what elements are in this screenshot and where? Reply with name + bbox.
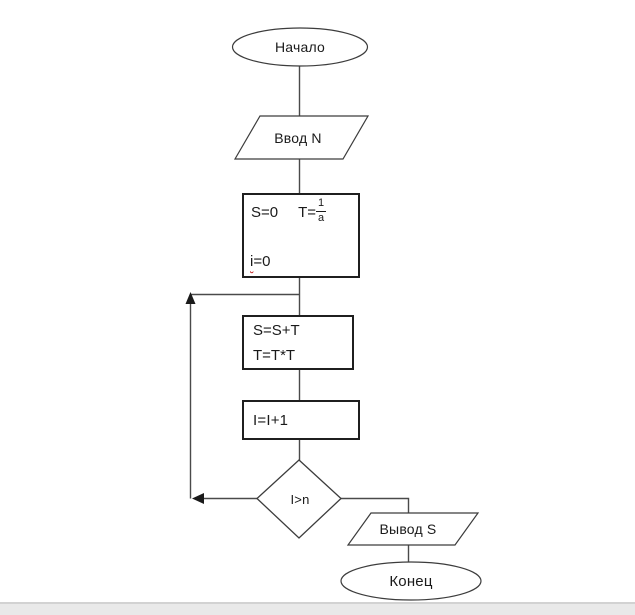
decision-true-line: [341, 497, 410, 514]
output-label: Вывод S: [379, 521, 437, 537]
input-label: Ввод N: [274, 129, 322, 146]
init-process-shape: [242, 193, 360, 278]
init-process-text: S=0 T= 1 a i=0: [244, 195, 358, 276]
increment-process-shape: [242, 400, 360, 440]
loop-return-up-arrowhead: [185, 292, 196, 304]
loop-body-text: S=S+T T=T*T: [244, 316, 352, 369]
increment-label: I=I+1: [253, 411, 289, 429]
init-s-assign: S=0: [251, 203, 279, 221]
decision-label: I>n: [290, 491, 310, 507]
decision-diamond-shape: [256, 459, 342, 539]
fraction-numerator: 1: [316, 197, 327, 212]
init-t-prefix: T=: [298, 203, 317, 221]
loop-body-process-shape: [242, 315, 354, 370]
end-terminator-shape: [340, 561, 482, 601]
init-line1: S=0 T= 1 a: [244, 197, 358, 225]
start-terminator-shape: [231, 27, 369, 67]
init-line2: i=0: [244, 253, 358, 270]
loop-body-line2: T=T*T: [253, 346, 296, 364]
window-bottom-edge: [0, 602, 635, 615]
end-label: Конец: [389, 572, 433, 590]
start-label: Начало: [275, 39, 325, 55]
loop-body-line1: S=S+T: [253, 321, 300, 339]
init-i-rest: =0: [253, 253, 271, 270]
fraction-one-over-a: 1 a: [316, 197, 327, 224]
input-parallelogram-shape: [233, 115, 370, 160]
fraction-denominator: a: [318, 211, 325, 224]
output-parallelogram-shape: [346, 512, 480, 546]
decision-false-left-arrowhead: [192, 493, 204, 504]
init-i-misspelled: i: [250, 253, 254, 270]
